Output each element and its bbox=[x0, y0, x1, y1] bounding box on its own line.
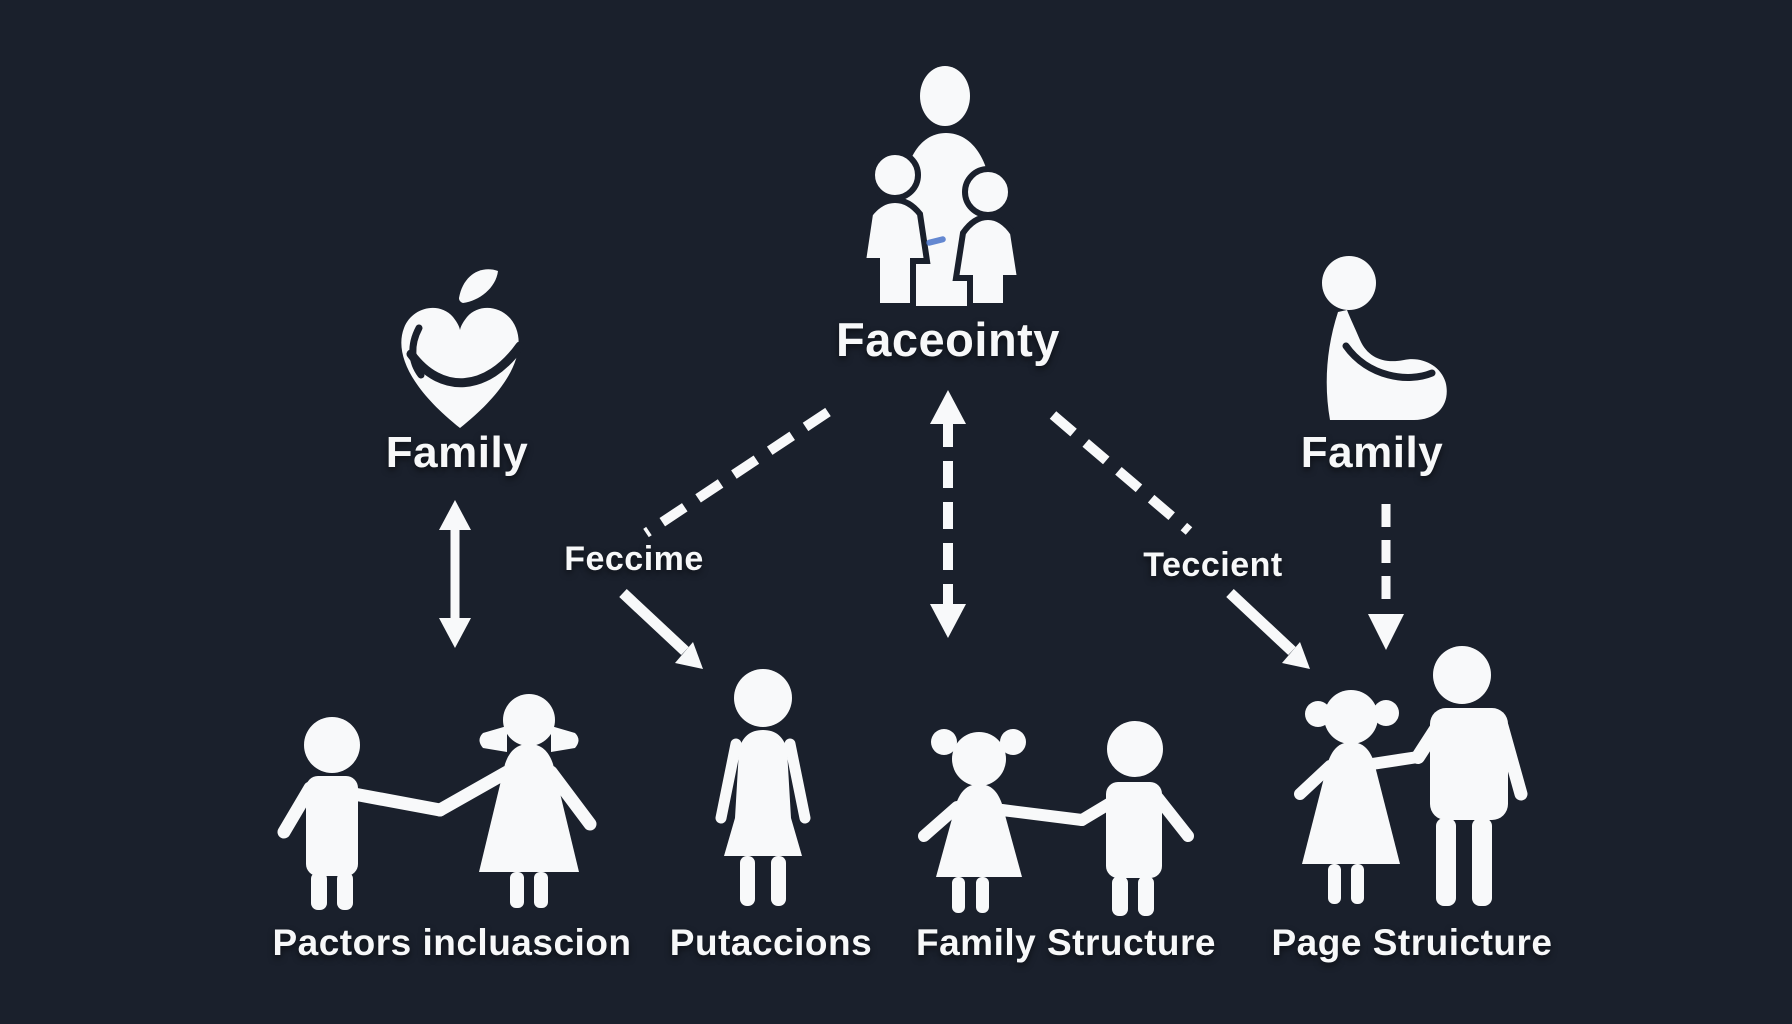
left-node-label: Family bbox=[385, 428, 529, 477]
dashed-down-arrow-right bbox=[1368, 504, 1404, 650]
solid-arrow-teccient bbox=[1226, 588, 1310, 669]
bottom-node-4-label: Page Struicture bbox=[1271, 922, 1553, 963]
edge-label-teccient: Teccient bbox=[1143, 546, 1283, 584]
edge-label-feccime: Feccime bbox=[564, 540, 704, 578]
heart-apple-icon bbox=[401, 269, 525, 428]
family-group-icon bbox=[859, 66, 1024, 309]
bottom-node-3-label: Family Structure bbox=[916, 922, 1216, 963]
girl-and-adult-holding-hands-icon bbox=[1294, 646, 1528, 906]
right-node-label: Family bbox=[1300, 428, 1444, 477]
bottom-node-2-label: Putaccions bbox=[669, 922, 873, 963]
bottom-node-1-label: Pactors incluascion bbox=[272, 922, 632, 963]
dashed-double-arrow-center bbox=[930, 390, 966, 638]
sitting-person-icon bbox=[1322, 256, 1447, 420]
woman-figure-icon bbox=[715, 669, 811, 906]
dashed-connector-right bbox=[1049, 411, 1193, 535]
girl-and-boy-holding-hands-icon bbox=[918, 721, 1194, 916]
double-arrow-left bbox=[439, 500, 471, 648]
solid-arrow-feccime bbox=[619, 588, 703, 669]
top-node-label: Faceointy bbox=[836, 313, 1060, 366]
dashed-connector-left bbox=[643, 407, 831, 538]
boy-and-girl-holding-hands-icon bbox=[277, 694, 597, 910]
